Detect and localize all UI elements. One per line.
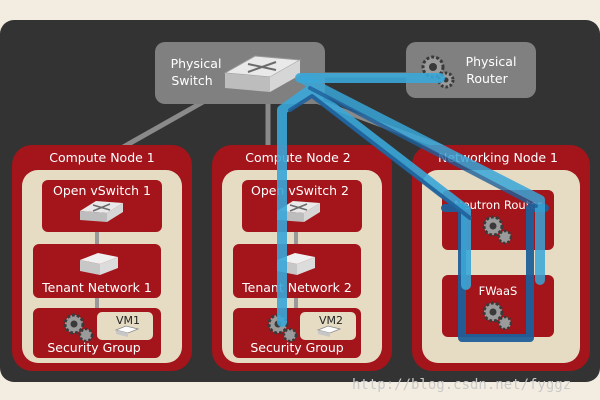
- tenant-network-2-label: Tenant Network 2: [241, 280, 352, 295]
- compute-node-1: Compute Node 1 Open vSwitch 1 Tenant Net…: [12, 145, 192, 371]
- vswitch-1-icon: [80, 201, 123, 222]
- return-flow-accent: [308, 86, 538, 208]
- neutron-router-label: Neutron Router: [454, 198, 542, 212]
- compute-node-2-title: Compute Node 2: [245, 150, 351, 165]
- gear-icon: [482, 301, 513, 331]
- tenant-network-1-label: Tenant Network 1: [41, 280, 152, 295]
- router-return-flow: [300, 75, 545, 285]
- security-group-2-label: Security Group: [250, 340, 343, 355]
- watermark: http://blog.csdn.net/fyggz: [352, 377, 571, 393]
- open-vswitch-2-label: Open vSwitch 2: [251, 183, 349, 198]
- physical-router: Physical Router: [406, 42, 536, 98]
- link-switch-compute1: [116, 95, 212, 153]
- vm2-label: VM2: [319, 314, 343, 327]
- vm-flow-accent: [288, 94, 472, 220]
- fwaas-label: FWaaS: [479, 284, 518, 298]
- security-group-1-label: Security Group: [47, 340, 140, 355]
- compute-node-1-title: Compute Node 1: [49, 150, 155, 165]
- open-vswitch-1-label: Open vSwitch 1: [53, 183, 151, 198]
- physical-switch-label-2: Switch: [171, 73, 212, 88]
- gear-icon: [63, 313, 94, 343]
- gear-icon: [482, 215, 513, 245]
- vm1-label: VM1: [116, 314, 140, 327]
- network-switch-icon: [223, 55, 302, 92]
- traffic-flow-path: [277, 73, 549, 342]
- vm-icon: [316, 325, 342, 337]
- server-icon: [80, 253, 118, 275]
- physical-switch-label-1: Physical: [171, 56, 222, 71]
- vm-icon: [114, 325, 140, 337]
- physical-switch: Physical Switch: [155, 42, 325, 104]
- physical-router-label-2: Router: [466, 71, 508, 86]
- compute-node-2: Compute Node 2 Open vSwitch 2 Tenant Net…: [212, 145, 392, 371]
- physical-router-label-1: Physical: [466, 54, 517, 69]
